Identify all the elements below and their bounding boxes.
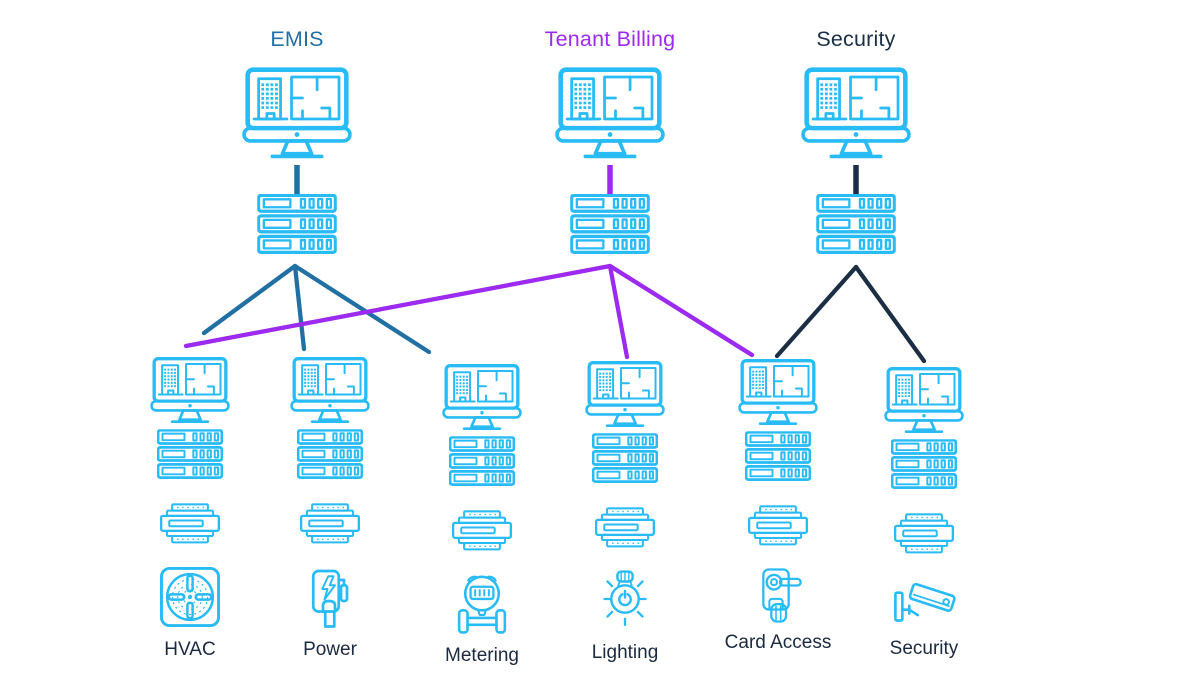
monitor-icon bbox=[555, 66, 665, 161]
connection-tenant-billing-lighting bbox=[607, 263, 630, 360]
connection-security-card-access bbox=[774, 264, 859, 359]
system-security: Security bbox=[746, 26, 966, 255]
system-emis: EMIS bbox=[187, 26, 407, 255]
flow-meter-icon bbox=[450, 573, 514, 634]
system-tenant-billing: Tenant Billing bbox=[500, 26, 720, 255]
server-stack-icon bbox=[891, 439, 957, 490]
ev-charger-icon bbox=[302, 568, 359, 628]
door-lock-icon bbox=[750, 566, 806, 625]
connection-tenant-billing-hvac bbox=[183, 263, 613, 349]
subsystem-metering: Metering bbox=[440, 363, 524, 668]
subsystem-label-power: Power bbox=[303, 639, 357, 660]
monitor-icon bbox=[242, 66, 352, 161]
connection-emis-metering bbox=[292, 263, 432, 355]
server-stack-icon bbox=[816, 194, 896, 255]
connection-emis-hvac bbox=[201, 263, 298, 336]
controller-icon bbox=[300, 503, 360, 546]
server-stack-icon bbox=[449, 436, 515, 487]
server-stack-icon bbox=[745, 431, 811, 482]
subsystem-label-security: Security bbox=[889, 638, 959, 659]
subsystem-label-metering: Metering bbox=[445, 645, 519, 666]
server-stack-icon bbox=[297, 429, 363, 480]
connection-tenant-billing-card-access bbox=[607, 263, 755, 358]
controller-icon bbox=[748, 505, 808, 548]
monitor-icon bbox=[884, 366, 964, 435]
subsystem-label-hvac: HVAC bbox=[164, 639, 216, 660]
system-label-security: Security bbox=[816, 27, 896, 51]
subsystem-card-access: Card Access bbox=[725, 358, 831, 655]
subsystem-security: Security bbox=[882, 366, 966, 661]
controller-icon bbox=[894, 513, 954, 556]
server-stack-icon bbox=[570, 194, 650, 255]
subsystem-lighting: Lighting bbox=[583, 360, 667, 665]
cctv-camera-icon bbox=[890, 574, 958, 633]
subsystem-label-card-access: Card Access bbox=[724, 632, 832, 653]
subsystem-label-lighting: Lighting bbox=[591, 642, 659, 663]
system-label-emis: EMIS bbox=[270, 27, 324, 51]
connection-emis-power bbox=[292, 263, 307, 352]
server-stack-icon bbox=[592, 433, 658, 484]
controller-icon bbox=[452, 510, 512, 553]
monitor-icon bbox=[150, 356, 230, 425]
monitor-icon bbox=[290, 356, 370, 425]
monitor-icon bbox=[801, 66, 911, 161]
connection-security-security bbox=[853, 264, 927, 364]
subsystem-hvac: HVAC bbox=[148, 356, 232, 662]
monitor-icon bbox=[738, 358, 818, 427]
controller-icon bbox=[595, 507, 655, 550]
subsystem-power: Power bbox=[288, 356, 372, 662]
system-label-tenant-billing: Tenant Billing bbox=[544, 27, 676, 51]
controller-icon bbox=[160, 503, 220, 546]
server-stack-icon bbox=[257, 194, 337, 255]
light-bulb-icon bbox=[596, 567, 654, 631]
monitor-icon bbox=[442, 363, 522, 432]
server-stack-icon bbox=[157, 429, 223, 480]
monitor-icon bbox=[585, 360, 665, 429]
fan-icon bbox=[159, 566, 221, 628]
